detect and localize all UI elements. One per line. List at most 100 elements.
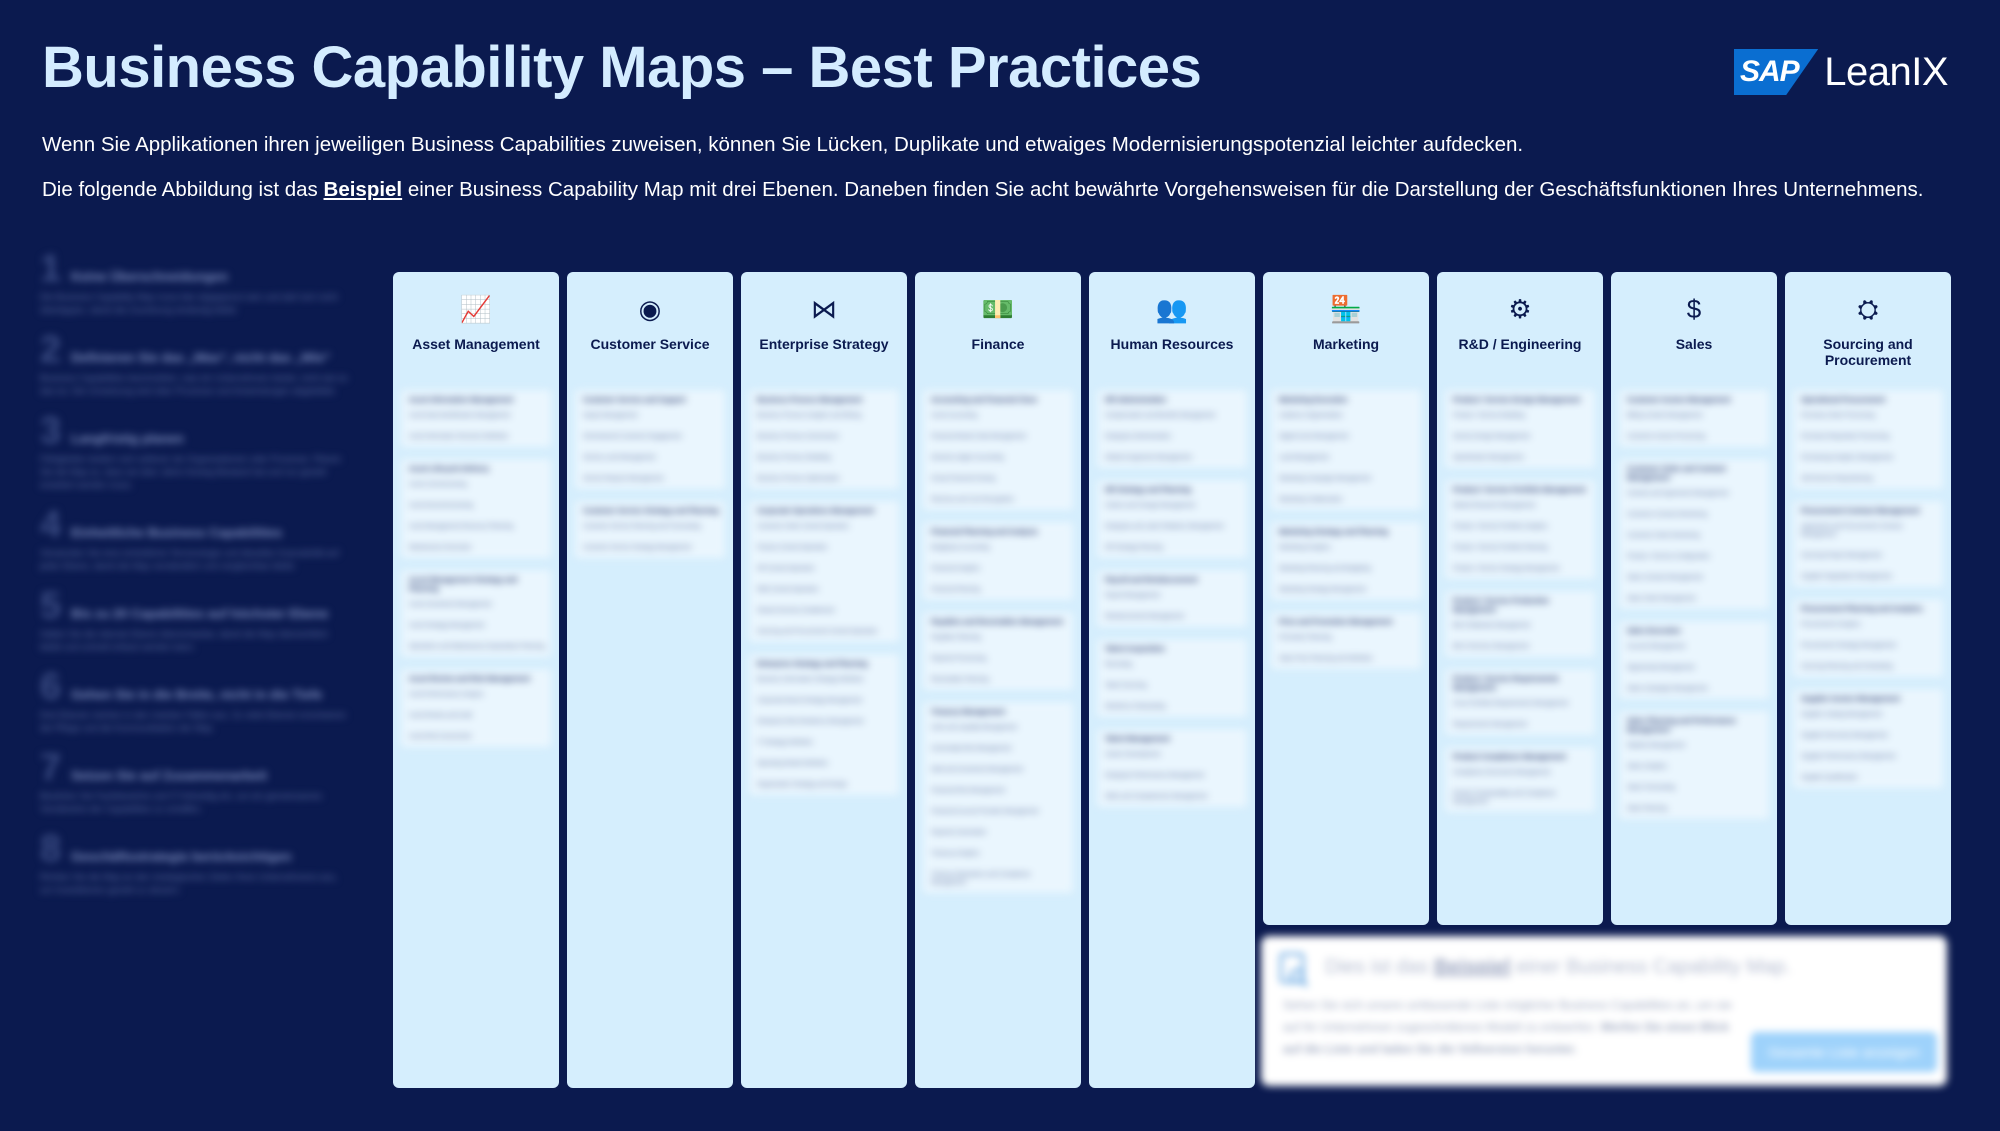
capability-item: Purchasing Analytics Management: [1801, 455, 1894, 461]
cta-heading-link[interactable]: Beispiel: [1433, 956, 1511, 978]
capability-item: Service Request Management: [583, 476, 664, 482]
capability-group-title: Sales Execution: [1627, 628, 1681, 635]
store-icon: 🏪: [1329, 294, 1363, 324]
capability-group-title: Asset Management Strategy and Planning: [409, 577, 518, 593]
capability-item: Sourcing Planning and Scheduling: [1801, 664, 1893, 670]
capability-group-title: Payroll and Reimbursement: [1105, 577, 1198, 584]
capability-item: Employee and Labor Relations Management: [1105, 524, 1224, 530]
cta-heading: Dies ist das Beispiel einer Business Cap…: [1325, 956, 1791, 979]
best-practice-text: Beziehen Sie Fachbereiche und IT frühzei…: [40, 791, 322, 814]
capability-item: Opportunity Management: [1627, 665, 1695, 671]
capability-group-title: Price and Promotion Management: [1279, 619, 1393, 626]
capability-item: Budgetary Accounting: [931, 545, 990, 551]
capability-item: Marketing Campaign Management: [1279, 476, 1372, 482]
best-practice-title: Bis zu 20 Capabilities auf höchster Eben…: [71, 606, 329, 621]
best-practice-text: Die Business Capability Map muss klar ab…: [40, 292, 338, 315]
capability-item: Career Development: [1105, 752, 1161, 758]
capability-item: Product Sustainability and Compliance Ma…: [1453, 791, 1556, 805]
capability-group-title: Talent Management: [1105, 736, 1170, 743]
capability-item: Operating Model Definition: [757, 761, 829, 767]
intro-text-after: einer Business Capability Map mit drei E…: [402, 178, 1924, 201]
capability-item: Compliance Document Management: [1453, 770, 1551, 776]
share-nodes-icon: ⋈: [811, 294, 837, 324]
best-practice-title: Langfristig planen: [71, 431, 184, 446]
capability-item: Service Design Management: [1453, 434, 1531, 440]
capability-item: Sales Price Planning and Definition: [1279, 656, 1373, 662]
capability-item: Lead Management: [1279, 455, 1330, 461]
best-practice-text: Richten Sie die Map an den strategischen…: [40, 872, 338, 895]
capability-item: Customer Contract Monitoring: [1627, 512, 1708, 518]
capability-group: Sales Planning and Performance Managemen…: [1619, 711, 1769, 819]
cta-heading-after: einer Business Capability Map.: [1510, 956, 1791, 978]
capability-group-title: HR Administration: [1105, 397, 1167, 404]
capability-item: Contract and Agreement Management: [1627, 491, 1729, 497]
capability-item: Business Process Analytics and Mining: [757, 413, 862, 419]
money-bill-icon: 💵: [981, 294, 1015, 324]
sales-list-icon: $: [1686, 294, 1702, 324]
capability-item: Asset Information Structure Definition: [409, 434, 509, 440]
intro-paragraph-1: Wenn Sie Applikationen ihren jeweiligen …: [42, 133, 1524, 156]
capability-item: Customer Service Strategy Management: [583, 545, 692, 551]
capability-item: IT Strategy Definition: [757, 740, 813, 746]
capability-item: Bill of Materials Management: [1453, 623, 1531, 629]
sap-logo-mark: SAP: [1734, 49, 1819, 95]
capability-item: Skills and Competencies Management: [1105, 794, 1208, 800]
capability-item: HR Central Operation: [757, 566, 815, 572]
capability-item: Supplier Negotiation Management: [1801, 574, 1892, 580]
example-link[interactable]: Beispiel: [323, 178, 403, 201]
capability-item: Product / Service Strategy Management: [1453, 566, 1560, 572]
capability-group-title: Marketing Strategy and Planning: [1279, 529, 1388, 536]
capability-group-title: Sales Planning and Performance Managemen…: [1627, 718, 1736, 734]
cta-text: Sehen Sie sich unsere umfassende Liste m…: [1283, 994, 1743, 1060]
capability-item: Supplier Catalog Management: [1801, 712, 1883, 718]
procurement-dollar-icon: ⛭: [1857, 294, 1879, 324]
capability-group-title: Treasury Management: [931, 709, 1005, 716]
show-full-list-button[interactable]: Gesamte Liste anzeigen: [1751, 1032, 1937, 1072]
capability-item: Supplier Performance Management: [1801, 754, 1896, 760]
capability-item: Workforce Onboarding: [1105, 704, 1166, 710]
best-practice-text: Drei Ebenen reichen in den meisten Fälle…: [40, 710, 347, 733]
capability-item: Organization Strategy and Design: [757, 782, 848, 788]
capability-item: Asset Decommissioning: [409, 503, 474, 509]
capability-group-title: Product / Service Production Management: [1453, 598, 1550, 614]
capability-item: Sourcing and Procurement Central Operati…: [757, 629, 878, 635]
page-title: Business Capability Maps – Best Practice…: [42, 35, 1202, 100]
intro-text-before: Die folgende Abbildung ist das: [42, 178, 324, 201]
capability-title: Sales: [1675, 336, 1713, 352]
best-practice-number: 4: [40, 504, 62, 546]
capability-item: Asset Commissioning: [409, 482, 467, 488]
capability-group-title: Financial Planning and Analysis: [931, 529, 1038, 536]
capability-title: R&D / Engineering: [1458, 336, 1582, 352]
best-practice-text: Verwenden Sie eine einheitliche Terminol…: [40, 548, 340, 571]
capability-group-title: Customer Service Strategy and Planning: [583, 508, 719, 515]
intro-paragraph-2: Die folgende Abbildung ist das Beispiel …: [42, 178, 1923, 202]
capability-item: Omnichannel Customer Engagement: [583, 434, 682, 440]
cta-panel: Dies ist das Beispiel einer Business Cap…: [1261, 936, 1947, 1086]
best-practice-title: Einheitliche Business Capabilities: [71, 525, 283, 540]
capability-title: Customer Service: [590, 336, 710, 352]
capability-item: Cash and Liquidity Management: [931, 725, 1018, 731]
capability-item: Sales Campaign Management: [1627, 686, 1708, 692]
capability-group-title: Product / Service Portfolio Management: [1453, 487, 1586, 494]
